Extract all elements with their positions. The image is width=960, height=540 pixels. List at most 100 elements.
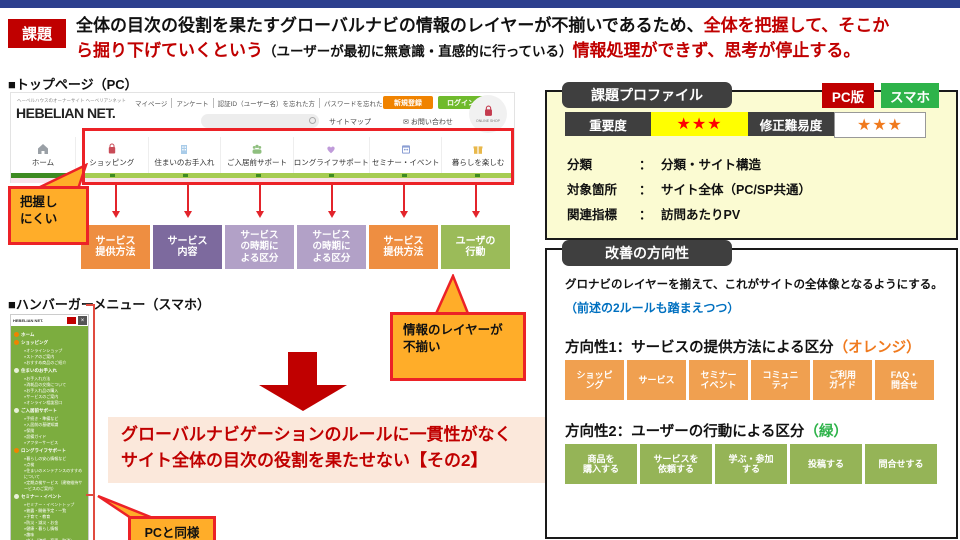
headline-line2: ら掘り下げていくという（ユーザーが最初に無意識・直感的に行っている）情報処理がで… bbox=[76, 41, 861, 60]
profile-row-label: 対象箇所 bbox=[567, 183, 618, 197]
profile-panel-title: 課題プロファイル bbox=[562, 82, 732, 108]
direction2-box: 商品を 購入する bbox=[565, 444, 637, 484]
mobile-shop-badge[interactable] bbox=[67, 317, 76, 324]
sitemap-link[interactable]: サイトマップ bbox=[329, 119, 371, 126]
mobile-menu-item[interactable]: 趣味 bbox=[13, 532, 86, 538]
mobile-menu-item[interactable]: 定期点検サービス（建物維持サービスのご案内） bbox=[13, 480, 86, 492]
importance-label: 重要度 bbox=[565, 112, 651, 136]
conclusion-message: グローバルナビゲーションのルールに一貫性がなく サイト全体の目次の役割を果たせな… bbox=[108, 417, 549, 483]
sp-section-title: ■ハンバーガーメニュー（スマホ） bbox=[8, 297, 210, 312]
profile-row-label: 関連指標 bbox=[567, 208, 618, 222]
gift-icon bbox=[473, 145, 483, 154]
envelope-icon: ✉ bbox=[403, 119, 409, 126]
nav-item-enjoy[interactable]: 暮らしを楽しむ bbox=[441, 137, 514, 173]
close-icon[interactable]: × bbox=[78, 316, 87, 325]
mobile-menu-item[interactable]: セミナー・イベント bbox=[13, 493, 86, 500]
direction1-title: 方向性1：サービスの提供方法による区分（オレンジ） bbox=[565, 340, 921, 356]
category-box-6: ユーザの 行動 bbox=[441, 225, 510, 269]
profile-row: 対象箇所 ： サイト全体（PC/SP共通） bbox=[567, 176, 947, 201]
mapping-arrow bbox=[183, 184, 192, 218]
profile-detail-rows: 分類 ： 分類・サイト構造 対象箇所 ： サイト全体（PC/SP共通） 関連指標… bbox=[567, 151, 947, 226]
difficulty-stars: ★★★ bbox=[834, 112, 926, 138]
pc-site-screenshot: ヘーベルハウスのオーナーサイト ヘーベリアンネット HEBELIAN NET. … bbox=[10, 92, 515, 183]
nav-item-seminar[interactable]: セミナー・イベント bbox=[368, 137, 442, 173]
mobile-menu-item[interactable]: 防災・減災・お金 bbox=[13, 520, 86, 526]
category-box-5: サービス 提供方法 bbox=[369, 225, 438, 269]
tab-sp-version[interactable]: スマホ bbox=[881, 83, 939, 108]
nav-item-home[interactable]: ホーム bbox=[11, 137, 75, 173]
mobile-menu-item[interactable]: 消耗品の交換について bbox=[13, 382, 86, 388]
menu-bullet-icon bbox=[14, 448, 19, 453]
improvement-panel-title: 改善の方向性 bbox=[562, 240, 732, 266]
direction2-box: サービスを 依頼する bbox=[640, 444, 712, 484]
mobile-menu-item[interactable]: 手続き・準備など bbox=[13, 416, 86, 422]
mobile-menu-item[interactable]: オンラインショップ bbox=[13, 348, 86, 354]
online-shop-button[interactable]: ONLINE SHOP bbox=[469, 95, 507, 133]
utility-link[interactable]: パスワードを忘れた方 bbox=[319, 98, 393, 108]
mobile-menu-item[interactable]: アフターサービス bbox=[13, 440, 86, 446]
mobile-menu-item[interactable]: ご入居前サポート bbox=[13, 407, 86, 414]
direction1-box: FAQ・ 問合せ bbox=[875, 360, 934, 400]
grasp-callout: 把握し にくい bbox=[8, 186, 89, 245]
bracket-top-tick bbox=[86, 304, 95, 306]
nav-bar-segment bbox=[368, 173, 441, 178]
mobile-menu-item[interactable]: サービスのご案内 bbox=[13, 394, 86, 400]
mapping-arrow bbox=[471, 184, 480, 218]
profile-row: 分類 ： 分類・サイト構造 bbox=[567, 151, 947, 176]
mobile-menu-item[interactable]: ショッピング bbox=[13, 339, 86, 346]
site-logo-tagline: ヘーベルハウスのオーナーサイト ヘーベリアンネット bbox=[17, 98, 126, 103]
category-box-4: サービス の時期に よる区分 bbox=[297, 225, 366, 269]
home-active-bar bbox=[11, 173, 75, 178]
home-icon bbox=[38, 143, 48, 154]
building-icon bbox=[181, 144, 188, 154]
mobile-menu-item[interactable]: オンライン相談窓口 bbox=[13, 400, 86, 406]
menu-bullet-icon bbox=[14, 408, 19, 413]
mobile-menu-item[interactable]: ストアのご案内 bbox=[13, 354, 86, 360]
mobile-menu-item[interactable]: 住まいのお手入れ bbox=[13, 367, 86, 374]
mobile-menu-item[interactable]: 健康・暮らし情報 bbox=[13, 526, 86, 532]
tab-pc-version[interactable]: PC版 bbox=[822, 83, 874, 108]
difficulty-label: 修正難易度 bbox=[748, 112, 834, 136]
mobile-menu-item[interactable]: ロングライフサポート bbox=[13, 447, 86, 454]
bracket-line bbox=[93, 304, 95, 540]
mobile-menu-screenshot: HEBELIAN NET. × ホーム ショッピング オンラインショップ ストア… bbox=[10, 314, 89, 540]
mobile-menu-item[interactable]: 住まいのメンテナンスのすすめについて bbox=[13, 468, 86, 480]
mobile-menu-item[interactable]: 保険 bbox=[13, 428, 86, 434]
direction1-box: セミナー イベント bbox=[689, 360, 748, 400]
contact-link[interactable]: ✉ お問い合わせ bbox=[403, 119, 453, 126]
menu-bullet-icon bbox=[14, 368, 19, 373]
mobile-menu-item[interactable]: おすすめ商品のご紹介 bbox=[13, 360, 86, 366]
nav-bar-segment bbox=[148, 173, 221, 178]
mobile-menu-item[interactable]: 設備ガイド bbox=[13, 434, 86, 440]
mobile-menu-item[interactable]: 暮らしの安心情報など bbox=[13, 456, 86, 462]
utility-link[interactable]: マイページ bbox=[135, 101, 168, 108]
direction1-box: ご利用 ガイド bbox=[813, 360, 872, 400]
mobile-menu-item[interactable]: 披露・開催予定・一覧 bbox=[13, 508, 86, 514]
nav-item-longlife[interactable]: ロングライフサポート bbox=[292, 137, 369, 173]
search-input[interactable] bbox=[201, 114, 319, 128]
nav-item-preoccupancy[interactable]: ご入居前サポート bbox=[220, 137, 293, 173]
nav-bar-segment bbox=[295, 173, 368, 178]
mobile-menu-item[interactable]: 子育て・教育 bbox=[13, 514, 86, 520]
utility-link[interactable]: 認証ID（ユーザー名）を忘れた方 bbox=[212, 98, 319, 108]
mobile-menu-item[interactable]: ホーム bbox=[13, 331, 86, 338]
mobile-menu-item[interactable]: 申込（確認・変更・取消） bbox=[13, 538, 86, 540]
mobile-menu-item[interactable]: セミナー・イベントトップ bbox=[13, 502, 86, 508]
calendar-people-icon bbox=[401, 144, 410, 154]
nav-item-shopping[interactable]: ショッピング bbox=[75, 137, 148, 173]
utility-link[interactable]: アンケート bbox=[171, 98, 212, 108]
importance-stars: ★★★ bbox=[651, 112, 748, 136]
mobile-menu-item[interactable]: 点検 bbox=[13, 462, 86, 468]
site-logo[interactable]: HEBELIAN NET. bbox=[16, 105, 116, 121]
direction1-box: サービス bbox=[627, 360, 686, 400]
register-button[interactable]: 新規登録 bbox=[383, 96, 433, 109]
bracket-bottom-tick bbox=[86, 494, 95, 496]
mobile-menu-item[interactable]: お手入れ方法 bbox=[13, 376, 86, 382]
nav-item-maintenance[interactable]: 住まいのお手入れ bbox=[147, 137, 221, 173]
mobile-menu-item[interactable]: お手入れ品の購入 bbox=[13, 388, 86, 394]
direction1-box: コミュニ ティ bbox=[751, 360, 810, 400]
mapping-arrow bbox=[111, 184, 120, 218]
mobile-menu-item[interactable]: 入居前の基礎知識 bbox=[13, 422, 86, 428]
search-icon bbox=[309, 117, 316, 124]
